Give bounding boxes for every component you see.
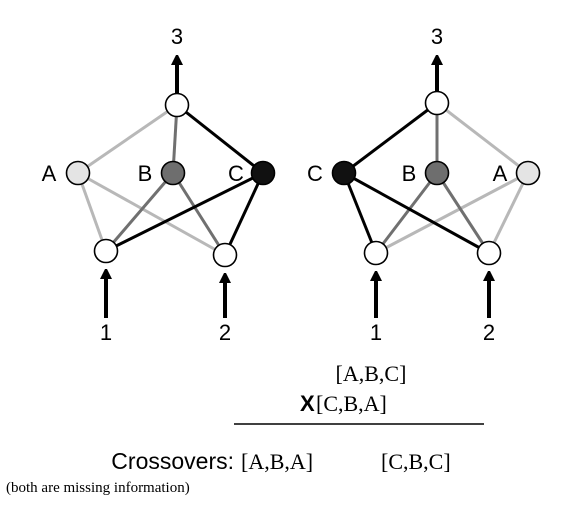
input-label-1: 1 xyxy=(370,320,382,345)
input-label-1: 1 xyxy=(100,320,112,345)
input-node-2 xyxy=(476,240,502,266)
edge-b-to-in2 xyxy=(435,172,491,254)
child-2-genome: [C,B,C] xyxy=(381,449,451,474)
output-label: 3 xyxy=(431,24,443,49)
edge-c-to-in2 xyxy=(223,172,265,256)
edge-top-to-a xyxy=(436,101,529,175)
edge-top-to-a xyxy=(77,103,178,175)
parent-1-genome: [A,B,C] xyxy=(336,361,407,386)
crossovers-label: Crossovers: xyxy=(111,448,234,474)
node-label-a: A xyxy=(493,161,508,186)
crossover-block: [A,B,C] X [C,B,A] Crossovers: [A,B,A] [C… xyxy=(6,361,484,496)
node-label-b: B xyxy=(138,161,153,186)
edge-c-to-in2 xyxy=(343,171,490,255)
edge-top-to-c xyxy=(176,103,264,175)
cross-marker: X xyxy=(300,391,315,416)
missing-info-note: (both are missing information) xyxy=(6,480,190,496)
network-right: 3 1 2 C B A xyxy=(307,24,541,345)
edge-a-to-in1 xyxy=(375,171,529,255)
hidden-node-c xyxy=(331,160,357,186)
edge-c-to-in1 xyxy=(105,171,264,253)
hidden-node-b xyxy=(160,160,186,186)
output-node xyxy=(424,90,450,116)
input-node-1 xyxy=(93,238,119,264)
output-label: 3 xyxy=(171,24,183,49)
edge-a-to-in1 xyxy=(76,172,108,252)
edge-c-to-in1 xyxy=(342,172,378,254)
hidden-node-b xyxy=(424,160,450,186)
input-label-2: 2 xyxy=(483,320,495,345)
node-label-b: B xyxy=(402,161,417,186)
edge-b-to-in1 xyxy=(374,172,439,254)
edge-top-to-c xyxy=(343,101,438,175)
child-1-genome: [A,B,A] xyxy=(241,449,313,474)
node-label-c: C xyxy=(228,161,244,186)
output-node xyxy=(164,92,190,118)
edge-b-to-in2 xyxy=(171,172,227,256)
edge-a-to-in2 xyxy=(77,171,226,257)
parent-2-genome: [C,B,A] xyxy=(316,391,387,416)
hidden-node-c xyxy=(250,160,276,186)
hidden-node-a xyxy=(515,160,541,186)
hidden-node-a xyxy=(65,160,91,186)
node-label-a: A xyxy=(42,161,57,186)
input-label-2: 2 xyxy=(219,320,231,345)
input-node-1 xyxy=(363,240,389,266)
network-left: 3 1 2 A B C xyxy=(42,24,276,345)
input-node-2 xyxy=(212,242,238,268)
edge-b-to-in1 xyxy=(104,172,175,252)
node-label-c: C xyxy=(307,161,323,186)
edge-a-to-in2 xyxy=(487,172,530,254)
